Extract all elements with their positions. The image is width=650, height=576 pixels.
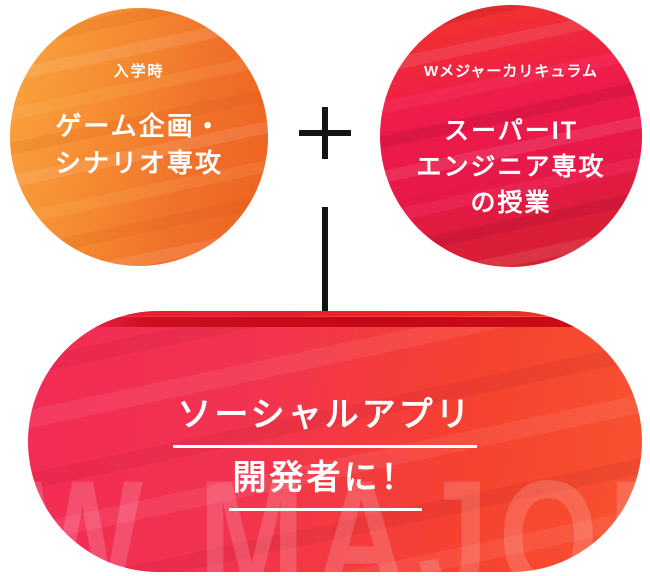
w-major-circle: Wメジャーカリキュラム スーパーIT エンジニア専攻 の授業 [380,5,642,267]
banner-line1: ソーシャルアプリ [173,395,477,448]
w-major-title-line3: の授業 [470,189,552,217]
result-banner: W MAJOR ソーシャルアプリ 開発者に！ [28,311,642,572]
w-major-watermark: W MAJOR [28,448,642,572]
entry-major-title-line2: シナリオ専攻 [54,148,223,178]
plus-icon [299,107,351,159]
entry-major-tag: 入学時 [113,63,165,80]
banner-text: ソーシャルアプリ 開発者に！ [28,395,632,511]
w-major-tag: Wメジャーカリキュラム [424,63,598,80]
banner-line2: 開発者に！ [228,458,422,511]
down-arrow-shaft [322,207,328,331]
w-major-title: スーパーIT エンジニア専攻 の授業 [380,113,642,221]
entry-major-title-line1: ゲーム企画・ [55,111,223,141]
plus-vertical-bar [322,107,328,159]
entry-major-circle: 入学時 ゲーム企画・ シナリオ専攻 [10,8,268,266]
w-major-title-line1: スーパーIT [444,117,578,145]
banner-top-edge [28,311,642,316]
banner-top-band [68,317,642,327]
w-major-title-line2: エンジニア専攻 [416,153,606,181]
entry-major-title: ゲーム企画・ シナリオ専攻 [10,108,268,182]
